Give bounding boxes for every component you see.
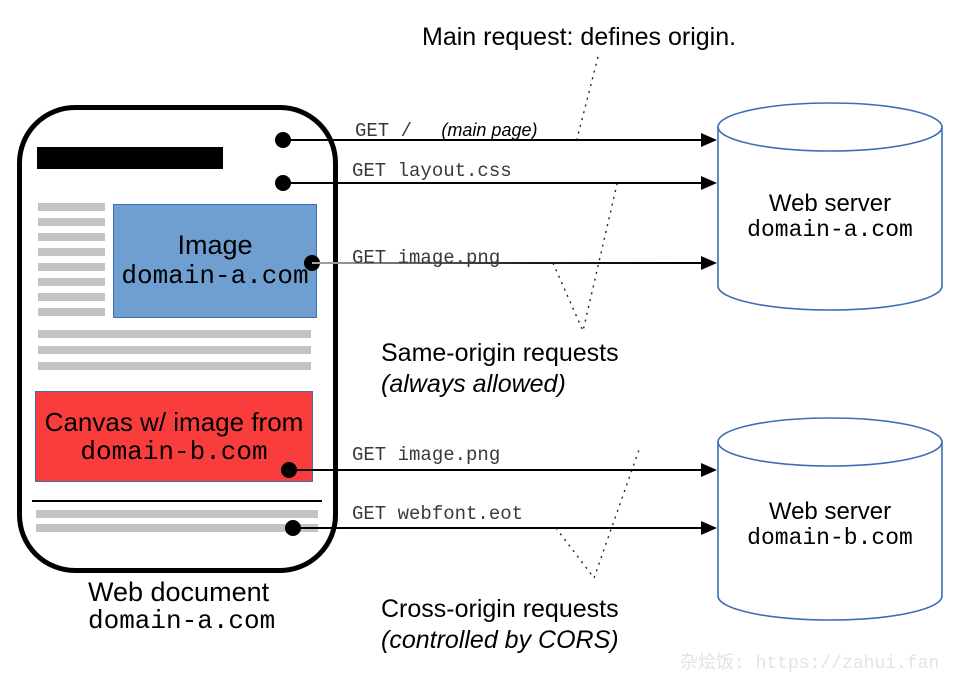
request-label-main-page: GET / (main page)	[355, 120, 537, 142]
text-placeholder-bar	[38, 330, 311, 338]
request-label-layout-css: GET layout.css	[352, 160, 512, 182]
same-origin-line2: (always allowed)	[381, 370, 566, 398]
request-arrow-image-png-cross	[281, 462, 717, 478]
text-placeholder-bar	[38, 203, 105, 211]
request-label-webfont-eot: GET webfont.eot	[352, 503, 524, 525]
pointer-main-request	[576, 56, 599, 140]
server-name: Web server	[768, 498, 892, 525]
text-placeholder-bar	[38, 308, 105, 316]
text-placeholder-bar	[38, 346, 311, 354]
image-box: Image domain-a.com	[113, 204, 317, 318]
cross-origin-note: Cross-origin requests (controlled by COR…	[381, 594, 619, 656]
document-divider	[32, 500, 322, 502]
text-placeholder-bar	[38, 362, 311, 370]
pointer-cross-origin	[555, 446, 641, 580]
web-document-caption-line1: Web document	[88, 577, 270, 607]
request-arrow-layout-css	[275, 175, 717, 191]
request-label-note: (main page)	[441, 120, 538, 140]
cross-origin-line1: Cross-origin requests	[381, 595, 619, 623]
server-cylinder-domain-b	[717, 417, 943, 621]
image-box-domain: domain-a.com	[121, 261, 309, 291]
canvas-box-domain: domain-b.com	[80, 436, 268, 467]
canvas-box-label: Canvas w/ image from	[44, 406, 304, 437]
request-label-image-png-cross: GET image.png	[352, 444, 501, 466]
server-name: Web server	[768, 190, 892, 217]
text-placeholder-bar	[36, 524, 318, 532]
server-domain: domain-a.com	[747, 217, 913, 243]
image-box-label: Image	[177, 230, 253, 260]
request-arrow-main-page	[275, 132, 717, 148]
web-document-caption: Web document domain-a.com	[88, 578, 275, 636]
watermark: 杂烩饭: https://zahui.fan	[680, 654, 940, 674]
request-label-text: GET /	[355, 120, 413, 142]
request-arrow-webfont-eot	[285, 520, 717, 536]
cross-origin-line2: (controlled by CORS)	[381, 626, 619, 654]
text-placeholder-bar	[38, 233, 105, 241]
server-label-domain-a: Web server domain-a.com	[718, 190, 942, 244]
main-request-caption: Main request: defines origin.	[422, 23, 737, 51]
text-placeholder-bar	[36, 510, 318, 518]
request-label-image-png-same: GET image.png	[352, 247, 501, 269]
server-cylinder-domain-a	[717, 102, 943, 311]
same-origin-line1: Same-origin requests	[381, 339, 619, 367]
text-placeholder-bar	[38, 263, 105, 271]
text-placeholder-bar	[38, 293, 105, 301]
server-label-domain-b: Web server domain-b.com	[718, 498, 942, 552]
document-title-bar	[37, 147, 223, 169]
text-placeholder-bar	[38, 218, 105, 226]
text-placeholder-bar	[38, 278, 105, 286]
server-domain: domain-b.com	[747, 525, 913, 551]
canvas-box: Canvas w/ image from domain-b.com	[35, 391, 313, 482]
same-origin-note: Same-origin requests (always allowed)	[381, 338, 619, 400]
web-document-caption-line2: domain-a.com	[88, 606, 276, 636]
text-placeholder-bar	[38, 248, 105, 256]
pointer-same-origin	[552, 183, 618, 334]
request-arrow-image-png-same	[304, 255, 717, 271]
